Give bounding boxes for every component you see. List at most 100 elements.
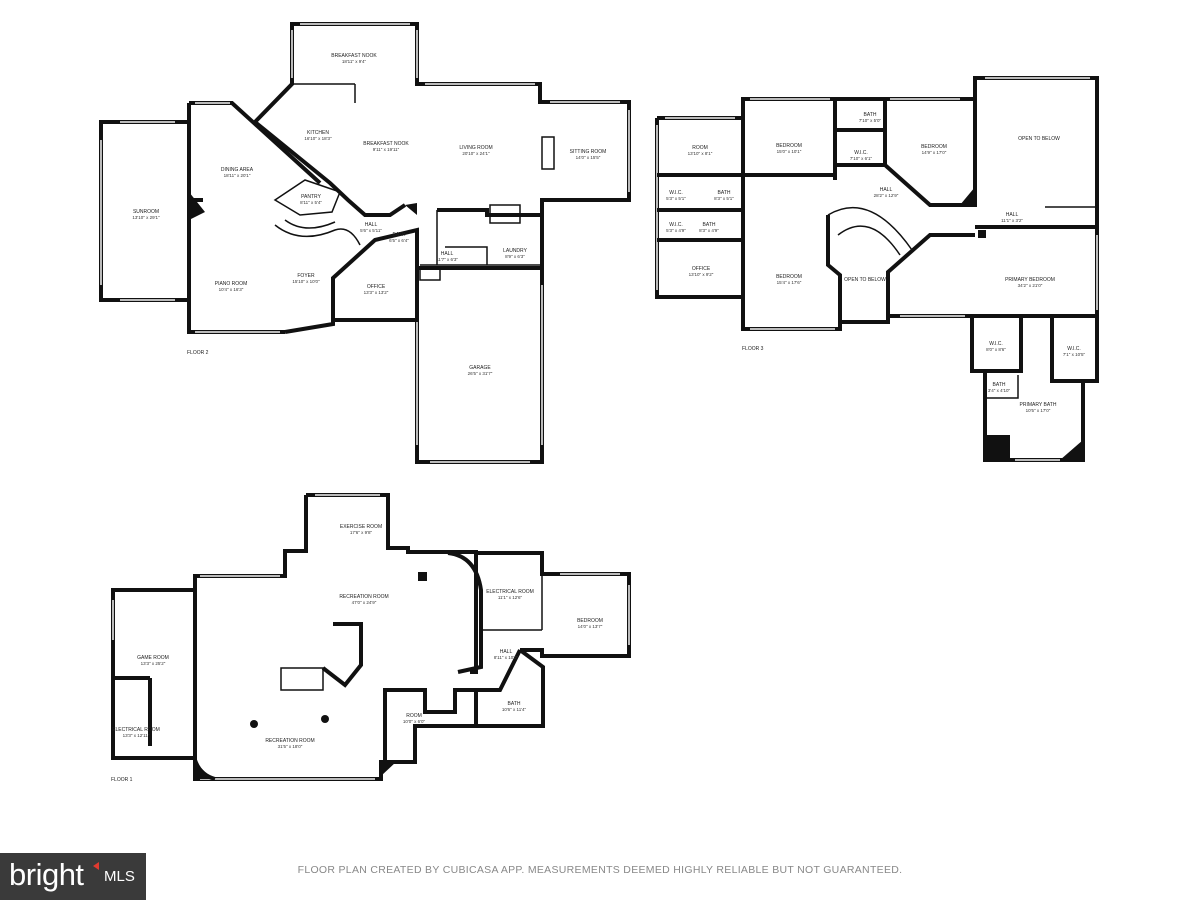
room-name: KITCHEN <box>307 130 329 136</box>
room-name: PANTRY <box>301 194 321 200</box>
room-dims: 5'6" x 5'11" <box>360 228 382 233</box>
floor-3-plan: FLOOR 3 <box>655 76 1099 462</box>
room-dims: 8'3" x 5'1" <box>714 196 734 201</box>
room-dims: 14'0" x 13'7" <box>578 624 603 629</box>
bright-mls-logo: bright MLS <box>0 853 146 900</box>
room-name: BREAKFAST NOOK <box>363 141 409 147</box>
room-name: ROOM <box>406 713 422 719</box>
room-name: W.I.C. <box>989 341 1003 347</box>
room-dims: 7'10" x 6'1" <box>850 156 873 161</box>
room-dims: 14'0" x 15'5" <box>576 155 601 160</box>
room-name: DINING AREA <box>221 167 254 173</box>
room-dims: 5'3" x 4'9" <box>666 228 686 233</box>
room-name: W.I.C. <box>854 150 868 156</box>
floor-1-room-labels: EXERCISE ROOM 17'6" x 9'8" RECREATION RO… <box>112 524 603 749</box>
room-dims: 3'4" x 4'10" <box>988 388 1011 393</box>
room-dims: 16'10" x 18'3" <box>304 136 332 141</box>
room-dims: 6'5" x 6'4" <box>389 238 409 243</box>
room-name: W.I.C. <box>1067 346 1081 352</box>
disclaimer: FLOOR PLAN CREATED BY CUBICASA APP. MEAS… <box>298 864 903 876</box>
room-dims: 17'6" x 9'8" <box>350 530 373 535</box>
room-dims: 47'0" x 24'9" <box>352 600 377 605</box>
room-dims: 26'5" x 31'7" <box>468 371 493 376</box>
room-dims: 9'11" x 19'11" <box>373 147 400 152</box>
room-dims: 15'4" x 17'6" <box>777 280 802 285</box>
logo-brand: bright <box>9 857 84 892</box>
room-name: FOYER <box>297 273 315 279</box>
room-dims: 13'3" x 13'2" <box>364 290 389 295</box>
room-name: RECREATION ROOM <box>339 594 388 600</box>
room-dims: 13'10" x 8'1" <box>688 151 713 156</box>
room-dims: 8'0" x 8'6" <box>986 347 1006 352</box>
room-dims: 13'10" x 9'2" <box>689 272 714 277</box>
room-dims: 11'1" x 12'6" <box>498 595 523 600</box>
room-name: BEDROOM <box>776 274 802 280</box>
room-name: BATH <box>393 232 406 238</box>
room-name: HALL <box>1006 212 1019 218</box>
room-name: BATH <box>864 112 877 118</box>
room-dims: 20'10" x 24'1" <box>462 151 490 156</box>
room-dims: 7'1" x 10'5" <box>1063 352 1086 357</box>
room-name: GARAGE <box>469 365 491 371</box>
room-name: BEDROOM <box>577 618 603 624</box>
room-name: OPEN TO BELOW <box>844 277 886 283</box>
room-dims: 13'10" x 29'1" <box>132 215 160 220</box>
room-name: PRIMARY BEDROOM <box>1005 277 1055 283</box>
room-dims: 31'5" x 18'0" <box>278 744 303 749</box>
floor-1-label: FLOOR 1 <box>111 777 133 783</box>
room-dims: 14'9" x 17'0" <box>922 150 947 155</box>
room-dims: 7'10" x 5'0" <box>859 118 882 123</box>
room-name: OFFICE <box>367 284 386 290</box>
room-dims: 13'3" x 25'2" <box>141 661 166 666</box>
room-name: ROOM <box>692 145 708 151</box>
room-name: EXERCISE ROOM <box>340 524 382 530</box>
room-name: SUNROOM <box>133 209 159 215</box>
room-name: BEDROOM <box>776 143 802 149</box>
room-dims: 11'7" x 6'3" <box>436 257 458 262</box>
room-name: PRIMARY BATH <box>1020 402 1057 408</box>
room-name: BATH <box>993 382 1006 388</box>
room-name: LAUNDRY <box>503 248 527 254</box>
room-dims: 10'0" x 6'0" <box>403 719 426 724</box>
floor-1-plan: FLOOR 1 <box>111 493 631 783</box>
room-dims: 11'1" x 3'2" <box>1001 218 1023 223</box>
room-dims: 18'11" x 20'1" <box>224 173 251 178</box>
floor-3-label: FLOOR 3 <box>742 346 764 352</box>
room-dims: 28'2" x 12'9" <box>874 193 899 198</box>
room-name: HALL <box>500 649 513 655</box>
room-dims: 10'6" x 11'4" <box>502 707 527 712</box>
room-dims: 10'4" x 16'3" <box>219 287 244 292</box>
room-name: W.I.C. <box>669 190 683 196</box>
logo-suffix: MLS <box>104 868 135 885</box>
room-name: OPEN TO BELOW <box>1018 136 1060 142</box>
room-dims: 8'9" x 6'3" <box>505 254 525 259</box>
room-name: BEDROOM <box>921 144 947 150</box>
room-name: HALL <box>441 251 454 257</box>
floor-2-label: FLOOR 2 <box>187 350 209 356</box>
room-name: BREAKFAST NOOK <box>331 53 377 59</box>
room-dims: 34'2" x 21'0" <box>1018 283 1043 288</box>
room-name: ELECTRICAL ROOM <box>112 727 160 733</box>
room-dims: 8'3" x 4'9" <box>699 228 719 233</box>
room-name: LIVING ROOM <box>459 145 492 151</box>
room-name: BATH <box>508 701 521 707</box>
room-dims: 13'3" x 12'11" <box>123 733 150 738</box>
room-name: SITTING ROOM <box>570 149 607 155</box>
room-name: BATH <box>703 222 716 228</box>
room-name: W.I.C. <box>669 222 683 228</box>
room-name: RECREATION ROOM <box>265 738 314 744</box>
room-dims: 15'10" x 10'0" <box>292 279 320 284</box>
room-name: HALL <box>880 187 893 193</box>
room-dims: 18'11" x 9'4" <box>342 59 367 64</box>
room-name: HALL <box>365 222 378 228</box>
room-dims: 10'5" x 17'0" <box>1026 408 1051 413</box>
room-name: BATH <box>718 190 731 196</box>
floor-2-room-labels: BREAKFAST NOOK 18'11" x 9'4" KITCHEN 16'… <box>132 53 606 376</box>
room-name: PIANO ROOM <box>215 281 248 287</box>
room-name: ELECTRICAL ROOM <box>486 589 534 595</box>
floor-3-room-labels: ROOM 13'10" x 8'1" BEDROOM 15'0" x 10'1"… <box>666 112 1085 413</box>
room-dims: 8'11" x 10'0" <box>494 655 519 660</box>
room-dims: 15'0" x 10'1" <box>777 149 802 154</box>
logo-accent-icon <box>93 862 99 870</box>
